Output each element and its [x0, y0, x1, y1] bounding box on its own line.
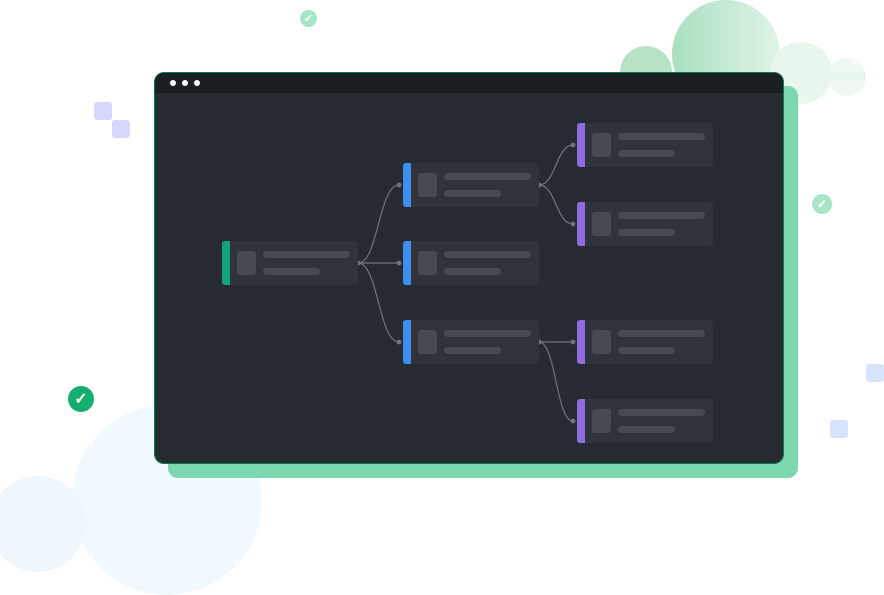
node-subtitle-placeholder — [263, 268, 320, 275]
node-title-placeholder — [618, 330, 705, 337]
connector-dot — [570, 418, 576, 424]
node-accent-bar — [222, 241, 230, 285]
connector-line — [357, 262, 400, 343]
connector-line — [538, 184, 574, 225]
node-subtitle-placeholder — [444, 190, 501, 197]
node-title-placeholder — [618, 409, 705, 416]
connector-dot — [396, 339, 402, 345]
app-window — [154, 72, 784, 464]
tree-node[interactable] — [577, 320, 713, 364]
node-title-placeholder — [444, 173, 531, 180]
tree-node[interactable] — [577, 202, 713, 246]
tree-node[interactable] — [403, 241, 539, 285]
window-control-dot[interactable] — [194, 80, 200, 86]
node-subtitle-placeholder — [444, 268, 501, 275]
node-accent-bar — [403, 163, 411, 207]
window-control-dot[interactable] — [182, 80, 188, 86]
node-icon-placeholder — [418, 330, 437, 354]
node-subtitle-placeholder — [618, 229, 675, 236]
node-accent-bar — [577, 320, 585, 364]
connector-line — [538, 341, 574, 422]
decorative-square — [94, 102, 112, 120]
node-title-placeholder — [618, 133, 705, 140]
node-accent-bar — [577, 399, 585, 443]
node-subtitle-placeholder — [618, 347, 675, 354]
node-icon-placeholder — [237, 251, 256, 275]
check-icon: ✓ — [68, 386, 94, 412]
check-icon: ✓ — [300, 10, 317, 27]
node-icon-placeholder — [418, 251, 437, 275]
tree-node[interactable] — [577, 399, 713, 443]
node-title-placeholder — [263, 251, 350, 258]
node-title-placeholder — [444, 330, 531, 337]
connector-dot — [570, 142, 576, 148]
tree-node[interactable] — [222, 241, 358, 285]
node-icon-placeholder — [592, 409, 611, 433]
node-subtitle-placeholder — [618, 426, 675, 433]
connector-dot — [396, 182, 402, 188]
node-icon-placeholder — [418, 173, 437, 197]
decorative-square — [112, 120, 130, 138]
window-titlebar — [155, 73, 783, 93]
node-icon-placeholder — [592, 133, 611, 157]
connector-line — [357, 184, 400, 264]
tree-node[interactable] — [577, 123, 713, 167]
tree-connectors — [355, 142, 576, 424]
node-accent-bar — [403, 320, 411, 364]
node-title-placeholder — [444, 251, 531, 258]
node-subtitle-placeholder — [444, 347, 501, 354]
node-icon-placeholder — [592, 212, 611, 236]
connector-dot — [570, 221, 576, 227]
node-accent-bar — [577, 123, 585, 167]
node-title-placeholder — [618, 212, 705, 219]
decorative-square — [866, 364, 884, 382]
node-accent-bar — [403, 241, 411, 285]
node-accent-bar — [577, 202, 585, 246]
window-control-dot[interactable] — [170, 80, 176, 86]
connector-dot — [396, 260, 402, 266]
connector-dot — [570, 339, 576, 345]
node-subtitle-placeholder — [618, 150, 675, 157]
connector-line — [538, 144, 574, 186]
cloud-decoration — [0, 476, 86, 572]
node-icon-placeholder — [592, 330, 611, 354]
tree-node[interactable] — [403, 163, 539, 207]
decorative-square — [830, 420, 848, 438]
tree-node[interactable] — [403, 320, 539, 364]
check-icon: ✓ — [812, 194, 832, 214]
